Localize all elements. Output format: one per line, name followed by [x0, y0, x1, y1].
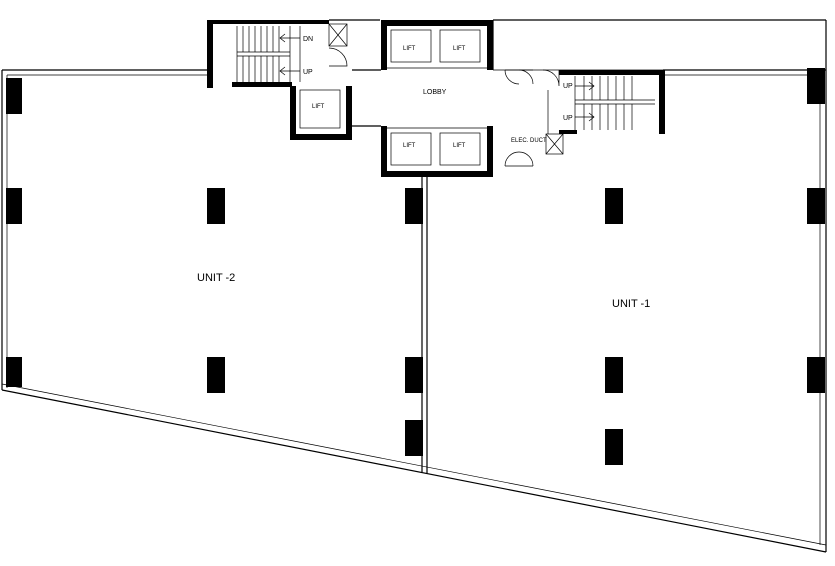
stair-right — [542, 69, 665, 134]
column — [405, 188, 423, 224]
column — [807, 188, 825, 224]
lift-label: LIFT — [312, 104, 325, 110]
column — [605, 188, 623, 224]
column — [207, 357, 225, 393]
lift-label: LIFT — [453, 143, 466, 149]
column — [6, 357, 22, 387]
duct-box — [545, 133, 564, 155]
stair-dn-label: DN — [303, 36, 313, 43]
shaft-box — [328, 23, 348, 47]
column — [405, 420, 423, 456]
stair-up-label: UP — [303, 69, 313, 76]
unit-1-label: UNIT -1 — [612, 298, 650, 310]
column — [605, 429, 623, 465]
door-swing — [504, 69, 534, 85]
stair-left — [236, 26, 301, 82]
lift-label: LIFT — [403, 143, 416, 149]
elec-duct-label: ELEC. DUCT — [511, 138, 547, 144]
column — [6, 188, 22, 224]
column — [6, 78, 22, 114]
stair-up-label: UP — [563, 83, 573, 90]
door-swing — [542, 69, 560, 87]
columns — [6, 68, 825, 465]
stair-up-label: UP — [563, 115, 573, 122]
unit-2-label: UNIT -2 — [197, 272, 235, 284]
lobby-label: LOBBY — [423, 89, 447, 96]
column — [207, 188, 225, 224]
column — [405, 357, 423, 393]
column — [807, 68, 825, 104]
lift-label: LIFT — [403, 46, 416, 52]
lift-upper-block: LIFT LIFT — [381, 20, 493, 70]
lift-label: LIFT — [453, 46, 466, 52]
lift-left-block: LIFT — [290, 86, 352, 140]
lift-lower-block: LIFT LIFT — [381, 126, 493, 177]
column — [605, 357, 623, 393]
door-swing — [504, 151, 534, 167]
service-core: DN UP LIFT LIFT LIFT LOBBY — [207, 19, 665, 177]
door-swing — [328, 47, 348, 67]
building-outline — [1, 19, 827, 553]
column — [807, 357, 825, 393]
